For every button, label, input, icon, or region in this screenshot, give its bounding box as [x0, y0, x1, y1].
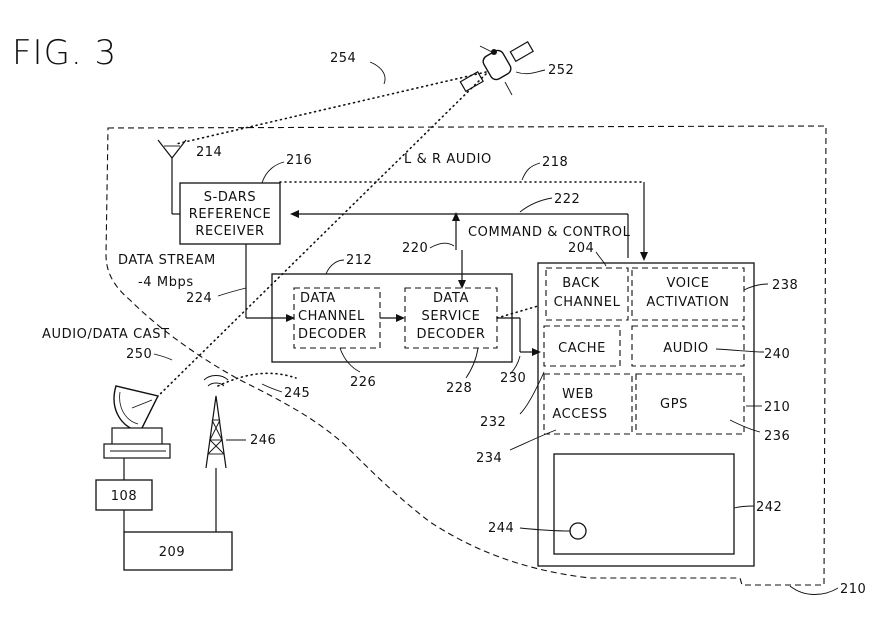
audio-ref-leader	[716, 349, 764, 352]
gps-label: GPS	[660, 397, 688, 412]
web-ref-leader	[510, 430, 556, 450]
lr-audio-ref-leader	[522, 163, 540, 180]
command-ref-leader	[520, 198, 552, 212]
display-button	[570, 523, 586, 539]
terminal-ref: 204	[568, 241, 594, 256]
cast-ref-leader	[154, 354, 172, 360]
sat-downlink-antenna	[176, 72, 486, 144]
sdars-label-2: REFERENCE	[189, 207, 272, 222]
data-stream-label-1: DATA STREAM	[118, 253, 216, 268]
link-224-ref-leader	[218, 288, 246, 296]
web-ref: 234	[476, 451, 502, 466]
link-220-ref-leader	[430, 243, 454, 248]
tower-icon	[204, 376, 228, 469]
audio-arrowhead	[640, 252, 648, 261]
figure-title: FIG. 3	[12, 33, 117, 73]
cache-label: CACHE	[558, 341, 606, 356]
audio-label: AUDIO	[663, 341, 709, 356]
sat-link-ref-leader	[370, 62, 385, 84]
button-ref: 244	[488, 521, 514, 536]
terminal-ref-leader	[596, 252, 606, 266]
command-ref: 222	[554, 192, 580, 207]
sdars-label-3: RECEIVER	[195, 224, 264, 239]
satellite-icon	[460, 42, 533, 95]
cache-ref: 232	[480, 415, 506, 430]
decoder-group-ref: 212	[346, 253, 372, 268]
data-service-label-3: DECODER	[417, 327, 486, 342]
antenna-ref: 214	[196, 145, 222, 160]
voice-activation-label-1: VOICE	[666, 276, 709, 291]
voice-activation-label-2: ACTIVATION	[646, 295, 729, 310]
channel-to-service-arrow	[396, 314, 405, 322]
satellite-ref-leader	[516, 70, 545, 74]
tower-ref: 246	[250, 433, 276, 448]
lr-audio-label: L & R AUDIO	[404, 152, 492, 167]
web-access-label-1: WEB	[562, 387, 594, 402]
button-ref-leader	[520, 528, 570, 531]
sat-link-ref: 254	[330, 51, 356, 66]
channel-ref-leader	[340, 348, 360, 372]
data-channel-label-3: DECODER	[298, 327, 367, 342]
data-service-label-2: SERVICE	[421, 309, 480, 324]
service-ref: 228	[446, 381, 472, 396]
gps-box	[636, 374, 744, 434]
web-access-label-2: ACCESS	[552, 407, 607, 422]
service-ref-leader	[466, 348, 478, 378]
gps-ref-leader	[730, 420, 760, 432]
data-service-label-1: DATA	[433, 291, 469, 306]
display-ref-leader	[734, 506, 754, 508]
audio-ref: 240	[764, 347, 790, 362]
audio-data-cast-label: AUDIO/DATA CAST	[42, 327, 170, 342]
back-channel-label-2: CHANNEL	[554, 295, 621, 310]
data-stream-label-2: -4 Mbps	[138, 275, 194, 290]
satellite-dish-icon	[104, 386, 170, 458]
command-control-label: COMMAND & CONTROL	[468, 225, 631, 240]
voice-ref-leader	[744, 284, 768, 290]
back-channel-label-1: BACK	[562, 276, 600, 291]
box-108-label: 108	[111, 489, 138, 504]
data-channel-label-2: CHANNEL	[298, 309, 365, 324]
link-230-ref: 230	[500, 371, 526, 386]
link-224-ref: 224	[186, 291, 212, 306]
service-out-arrow	[532, 348, 541, 356]
dish-link-ref: 245	[284, 386, 310, 401]
module-ref: 210	[764, 400, 790, 415]
vehicle-ref-leader	[790, 586, 838, 595]
display-ref: 242	[756, 500, 782, 515]
cast-ref: 250	[126, 347, 152, 362]
channel-ref: 226	[350, 375, 376, 390]
decoder-group-ref-leader	[326, 260, 344, 274]
link-220-arrow-up	[452, 212, 460, 221]
dish-link-ref-leader	[262, 384, 282, 392]
gps-ref: 236	[764, 429, 790, 444]
vehicle-ref: 210	[840, 582, 866, 597]
lr-audio-ref: 218	[542, 155, 568, 170]
command-arrowhead	[290, 210, 299, 218]
satellite-ref: 252	[548, 63, 574, 78]
dish-tower-link	[218, 373, 296, 386]
link-220-ref: 220	[402, 241, 428, 256]
antenna-icon	[158, 140, 186, 214]
service-to-terminal-dotted	[497, 306, 538, 318]
data-channel-label-1: DATA	[300, 291, 336, 306]
sdars-label-1: S-DARS	[204, 190, 257, 205]
web-access-box	[544, 374, 632, 434]
sdars-ref-leader	[262, 162, 284, 183]
voice-ref: 238	[772, 278, 798, 293]
box-209-label: 209	[159, 545, 186, 560]
sdars-ref: 216	[286, 153, 312, 168]
